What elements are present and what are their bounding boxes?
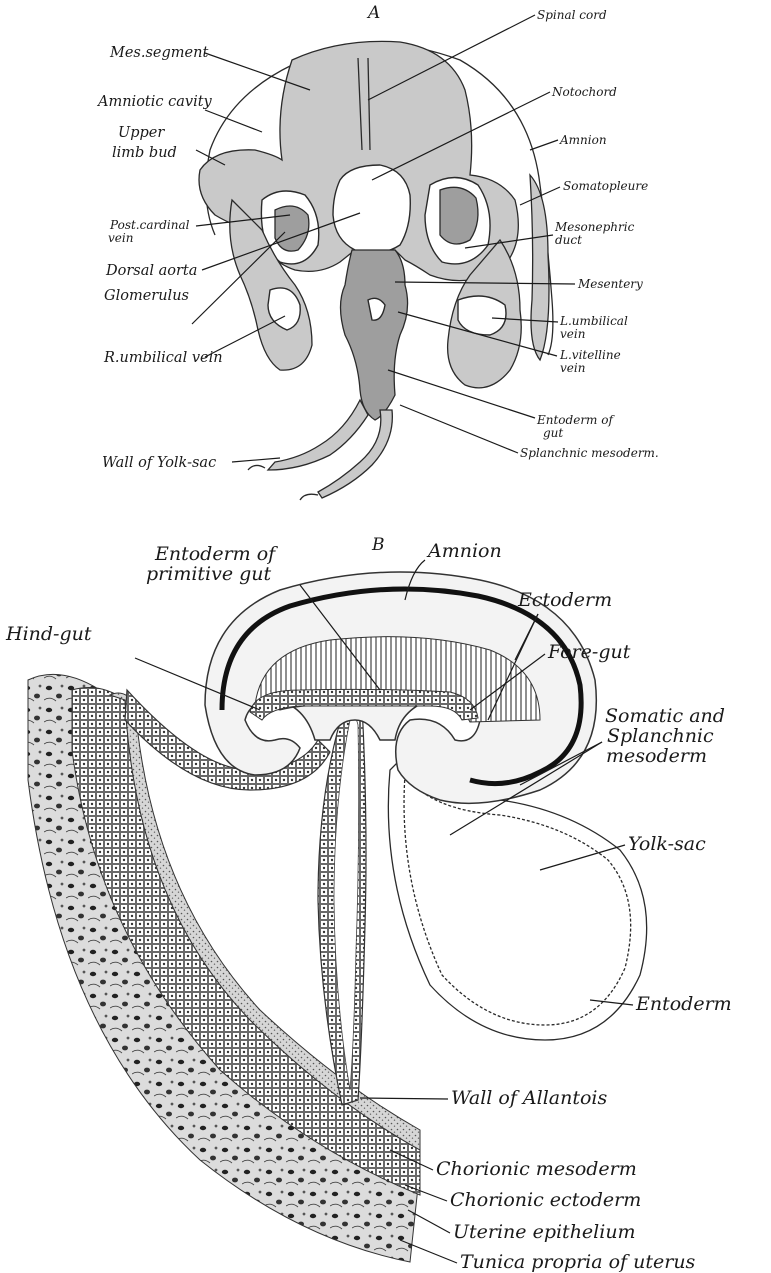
label-fore-gut: Fore-gut <box>547 641 631 663</box>
yolk-sac-wall <box>268 400 368 470</box>
gut-and-mesentery <box>341 250 408 420</box>
label-mesonephric-line1: Mesonephric <box>554 220 635 234</box>
label-l-umbilical-line1: L.umbilical <box>559 314 628 328</box>
leader-entoderm <box>590 1000 633 1005</box>
label-post-cardinal-line1: Post.cardinal <box>109 218 190 232</box>
label-entoderm: Entoderm <box>635 993 732 1015</box>
label-wall-yolk-sac-a: Wall of Yolk-sac <box>102 455 216 471</box>
label-splanchnic-mesoderm-a: Splanchnic mesoderm. <box>520 446 659 460</box>
label-r-umbilical-vein: R.umbilical vein <box>103 350 223 366</box>
leader-wall-yolk-sac-a <box>232 458 280 462</box>
label-chorionic-ectoderm: Chorionic ectoderm <box>450 1189 641 1211</box>
label-amnion-a: Amnion <box>559 133 607 147</box>
leader-splanchnic-mesoderm-a <box>400 405 518 453</box>
label-tunica-propria: Tunica propria of uterus <box>460 1251 696 1273</box>
label-somatic-splanchnic-line2: Splanchnic <box>607 725 714 747</box>
label-l-vitelline-line1: L.vitelline <box>559 348 621 362</box>
label-notochord: Notochord <box>551 85 617 99</box>
panel-a-drawing <box>199 41 553 500</box>
yolk-sac-outer <box>388 760 646 1040</box>
label-entoderm-gut-line2: gut <box>543 426 563 440</box>
label-uterine-epithelium: Uterine epithelium <box>453 1221 636 1243</box>
leader-amnion-a <box>530 140 558 150</box>
label-glomerulus: Glomerulus <box>104 288 189 304</box>
yolk-sac-entoderm-line <box>404 775 631 1025</box>
yolk-sac-strands <box>248 465 318 500</box>
right-mesonephros-tissue <box>440 187 478 244</box>
label-hind-gut: Hind-gut <box>5 623 92 645</box>
right-amnion-fold <box>530 175 549 360</box>
label-entoderm-primitive-gut-line2: primitive gut <box>146 563 272 585</box>
label-amniotic-cavity: Amniotic cavity <box>96 94 213 110</box>
panel-b-letter: B <box>371 535 385 555</box>
label-dorsal-aorta: Dorsal aorta <box>105 263 197 279</box>
label-l-umbilical-line2: vein <box>560 327 585 341</box>
label-upper-limb-bud-line1: Upper <box>118 125 165 141</box>
l-umbilical-vein-lumen <box>458 296 506 335</box>
label-spinal-cord: Spinal cord <box>537 8 607 22</box>
label-l-vitelline-line2: vein <box>560 361 585 375</box>
label-chorionic-mesoderm: Chorionic mesoderm <box>436 1158 637 1180</box>
leader-yolk-sac <box>540 845 625 870</box>
notochord-cavity <box>333 165 410 253</box>
label-wall-allantois: Wall of Allantois <box>451 1087 607 1109</box>
label-somatopleure: Somatopleure <box>563 179 648 193</box>
label-mes-segment: Mes.segment <box>109 45 208 61</box>
label-entoderm-gut-line1: Entoderm of <box>536 413 615 427</box>
panel-a-letter: A <box>366 3 380 23</box>
leader-wall-allantois <box>360 1098 448 1099</box>
label-entoderm-primitive-gut-line1: Entoderm of <box>154 543 278 565</box>
label-yolk-sac: Yolk-sac <box>628 833 706 855</box>
label-post-cardinal-line2: vein <box>108 231 133 245</box>
label-mesentery: Mesentery <box>577 277 643 291</box>
label-somatic-splanchnic-line3: mesoderm <box>606 745 707 767</box>
label-amnion-b: Amnion <box>426 540 502 562</box>
leader-amniotic-cavity <box>205 110 262 132</box>
label-somatic-splanchnic-line1: Somatic and <box>605 705 725 727</box>
label-upper-limb-bud-line2: limb bud <box>112 145 177 161</box>
label-ectoderm: Ectoderm <box>517 589 612 611</box>
label-mesonephric-line2: duct <box>555 233 582 247</box>
